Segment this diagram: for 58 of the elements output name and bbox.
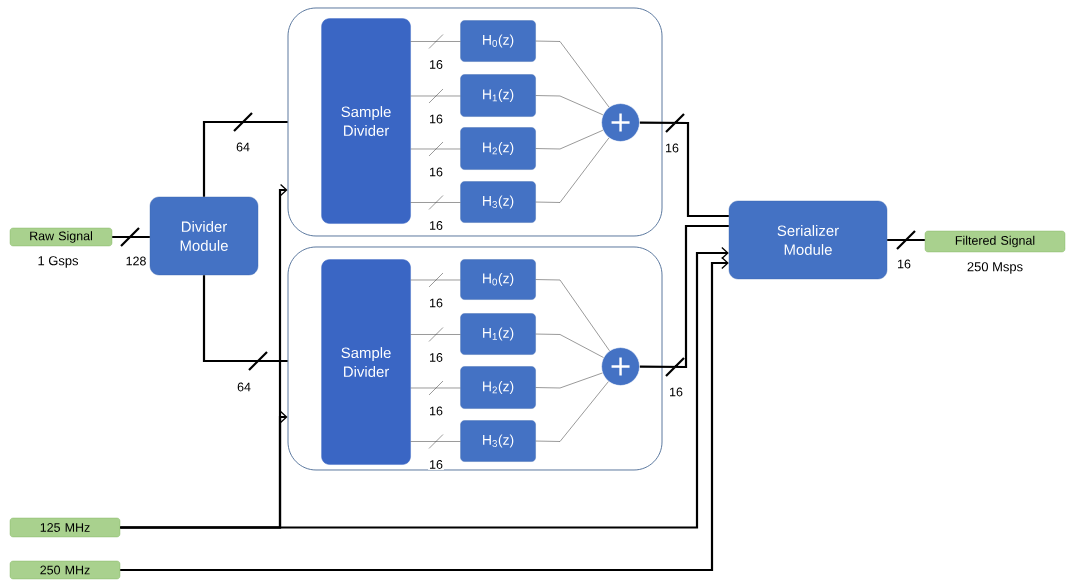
connector [410, 434, 461, 449]
bus-width-label: 16 [428, 166, 444, 178]
signal-box: 250 MHz [9, 560, 121, 580]
connector [535, 130, 604, 150]
module-box: Divider Module [149, 196, 259, 276]
sample-divider-block: Sample Divider [321, 259, 411, 465]
bus-width-label: 16 [428, 297, 444, 309]
signal-box: Raw Signal [9, 227, 113, 247]
bus-width-label: 16 [668, 386, 684, 398]
connector [410, 327, 461, 342]
connector [535, 95, 604, 116]
bus-width-label: 16 [428, 405, 444, 417]
filter-box: H$_{3}$(z) [460, 181, 536, 223]
connector [202, 111, 289, 198]
connector [410, 88, 461, 104]
bus-width-label: 16 [428, 220, 444, 231]
signal-box: 125 MHz [9, 517, 121, 538]
connector [535, 137, 610, 203]
filter-box: H$_{0}$(z) [460, 20, 536, 62]
bus-width-label: 16 [428, 113, 444, 125]
filter-box: H$_{2}$(z) [460, 127, 536, 170]
connector [886, 229, 926, 251]
bus-width-label: 16 [664, 142, 680, 154]
filter-box: H$_{0}$(z) [460, 259, 536, 300]
connector [120, 246, 729, 529]
connector [638, 224, 730, 378]
module-box: Serializer Module [728, 200, 888, 280]
rate-label: 250 Msps [967, 262, 1023, 274]
bus-width-label: 128 [124, 255, 148, 267]
filter-box: H$_{3}$(z) [460, 420, 536, 462]
sample-divider-block: Sample Divider [321, 18, 411, 224]
bus-width-label: 16 [896, 258, 912, 270]
connector [535, 381, 609, 442]
connector [410, 141, 461, 157]
connector [638, 112, 730, 218]
bus-width-label: 16 [428, 459, 444, 470]
connector [535, 279, 610, 351]
rate-label: 1 Gsps [38, 256, 79, 268]
filter-box: H$_{1}$(z) [460, 74, 536, 117]
connector [535, 333, 604, 358]
bus-width-label: 64 [236, 381, 252, 393]
connector [535, 40, 610, 108]
filter-box: H$_{2}$(z) [460, 366, 536, 409]
connector [202, 274, 289, 372]
bus-width-label: 16 [428, 59, 444, 70]
connector [410, 272, 461, 288]
connector [410, 34, 461, 49]
filter-box: H$_{1}$(z) [460, 313, 536, 355]
connector [410, 195, 461, 210]
connector [410, 380, 461, 396]
connector [535, 372, 603, 389]
adder-circle [601, 103, 640, 142]
signal-box: Filtered Signal [924, 230, 1066, 253]
connector [120, 256, 729, 572]
bus-width-label: 16 [428, 352, 444, 363]
adder-circle [601, 347, 640, 386]
bus-width-label: 64 [235, 141, 251, 153]
connector [111, 226, 151, 248]
